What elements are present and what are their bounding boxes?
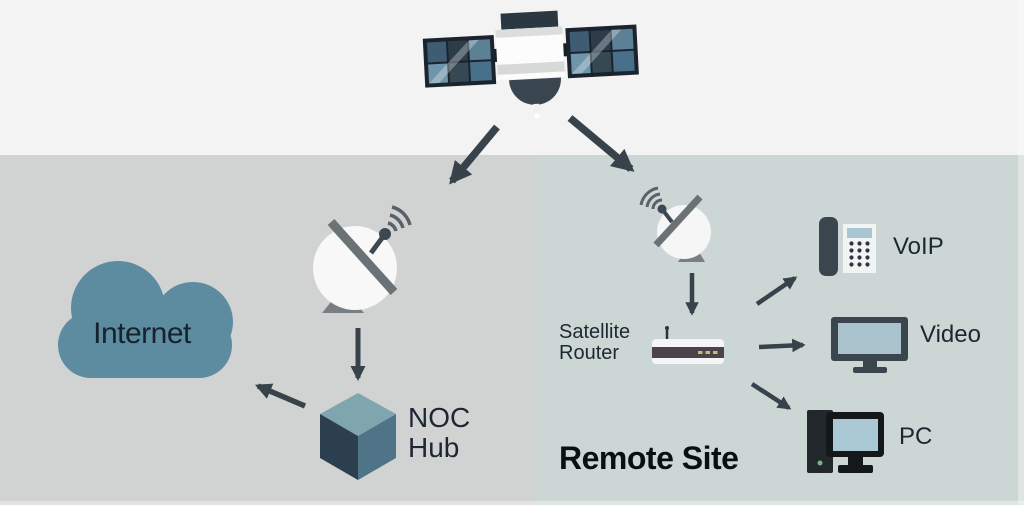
satellite-dish xyxy=(509,77,561,105)
arrow-router-to-pc xyxy=(750,382,792,410)
arrow-router-to-video xyxy=(758,338,806,353)
remote-site-label: Remote Site xyxy=(559,440,739,476)
arrow-satellite-to-remote-dish xyxy=(567,115,635,172)
remote-site-section-panel xyxy=(537,155,1024,505)
solar-panel-left xyxy=(422,35,497,88)
internet-label: Internet xyxy=(93,317,191,350)
pc-icon xyxy=(807,410,884,473)
noc-hub-label-line1: NOC xyxy=(408,402,471,433)
video-monitor-icon xyxy=(831,317,908,373)
satellite-icon xyxy=(422,10,639,119)
remote-dish-icon xyxy=(639,186,711,262)
right-edge-highlight xyxy=(1018,0,1024,505)
arrow-router-to-voip xyxy=(755,276,798,306)
wifi-waves-icon xyxy=(387,205,412,232)
router-icon xyxy=(652,326,724,364)
pc-label: PC xyxy=(899,423,933,450)
noc-hub-cube-icon xyxy=(320,393,396,480)
video-label: Video xyxy=(920,321,981,348)
connection-arrows xyxy=(254,115,806,410)
bottom-edge-highlight xyxy=(0,501,1024,505)
voip-keypad xyxy=(849,241,870,267)
satellite-router-label-line1: Satellite xyxy=(559,321,631,343)
solar-panel-right xyxy=(565,24,639,79)
arrow-noc-hub-to-internet xyxy=(254,383,307,409)
noc-hub-label-line2: Hub xyxy=(408,432,460,463)
voip-phone-icon xyxy=(819,217,876,276)
noc-ground-dish-icon xyxy=(313,205,412,313)
voip-label: VoIP xyxy=(893,233,944,260)
wifi-waves-icon xyxy=(639,186,663,210)
satellite-router-label-line2: Router xyxy=(559,342,620,364)
arrow-satellite-to-noc-dish xyxy=(449,124,500,185)
internet-cloud-icon xyxy=(58,261,233,378)
